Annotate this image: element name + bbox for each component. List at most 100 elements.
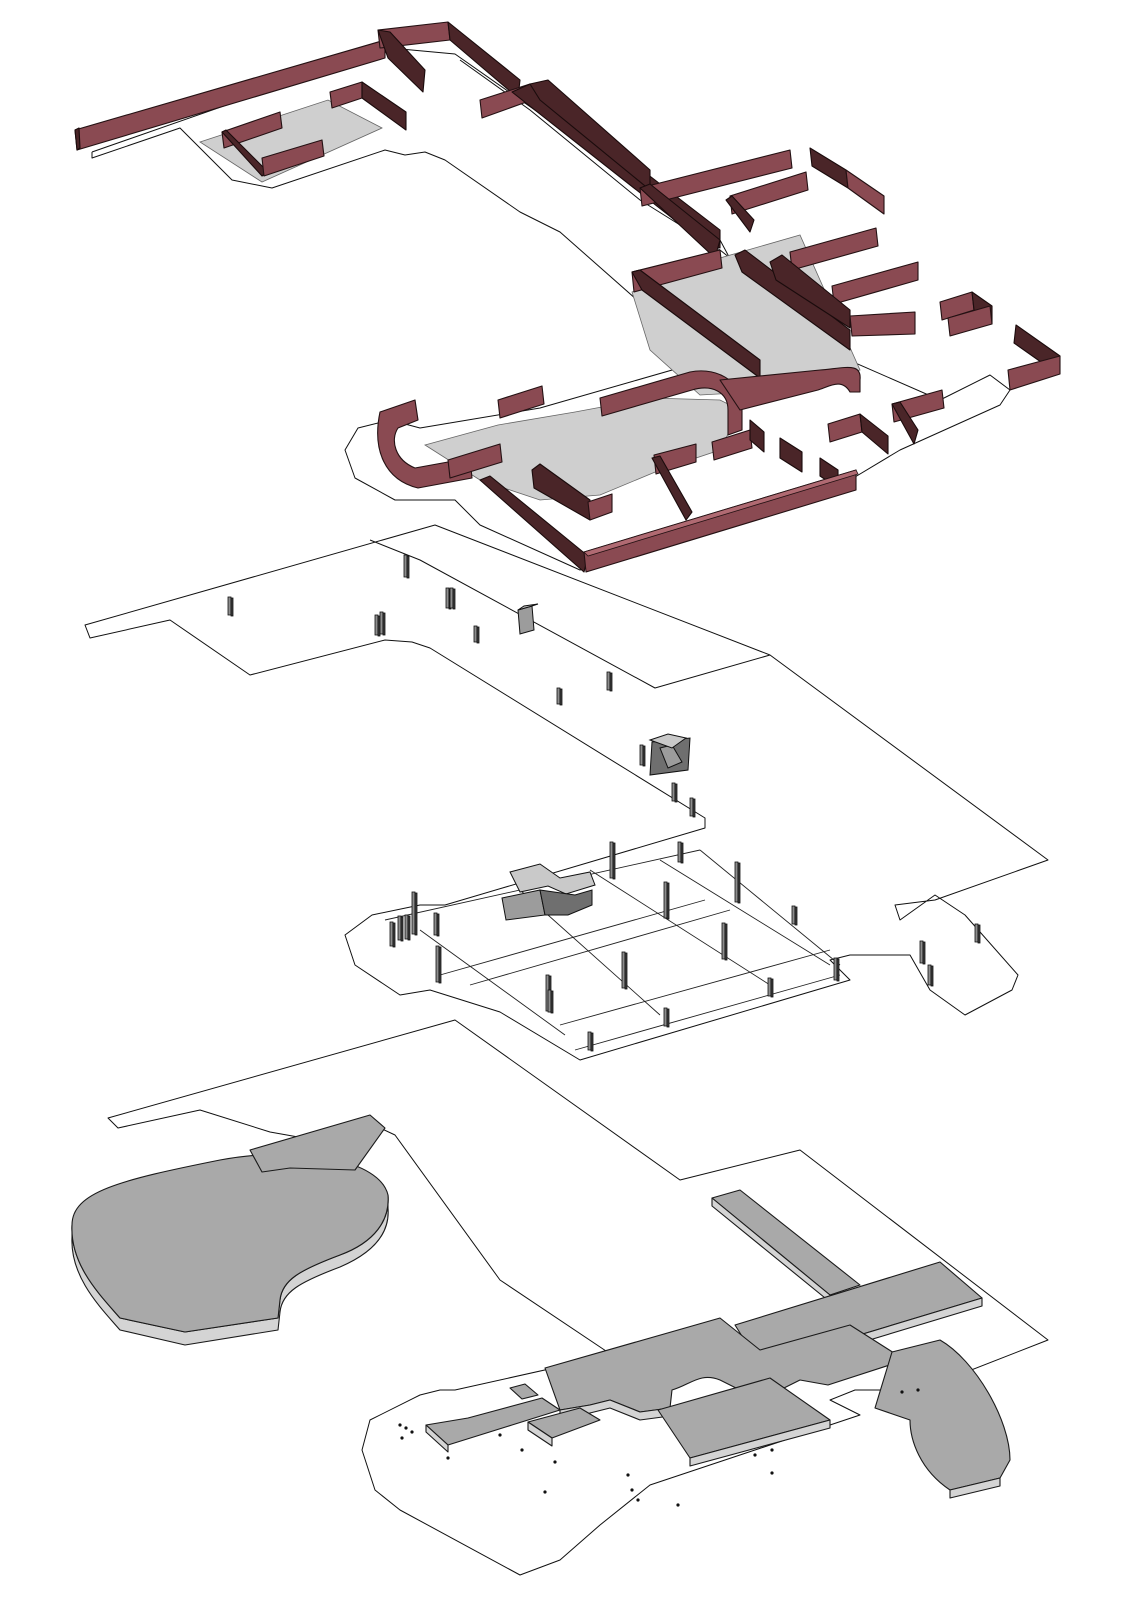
wall-fareast-5 — [1007, 355, 1061, 391]
column-4-side — [382, 612, 386, 636]
wall-curved-mid — [599, 370, 743, 436]
wall-step-2 — [377, 29, 426, 93]
floor-zone-a — [199, 99, 383, 183]
columns-layer-outline — [84, 524, 1049, 1061]
column-33-side — [930, 965, 934, 987]
slab-east — [874, 1339, 1011, 1491]
wall-core-3 — [734, 249, 851, 351]
wall-mid-13 — [891, 401, 919, 445]
column-19-side — [392, 922, 396, 948]
wall-corridor-3 — [639, 149, 793, 207]
column-9 — [606, 671, 611, 691]
column-28 — [587, 1031, 592, 1051]
wall-mid-11 — [859, 413, 889, 455]
wall-curved-core — [719, 366, 861, 411]
column-32 — [919, 940, 924, 964]
slab-sw-3 — [509, 1383, 539, 1400]
slab-dot-12 — [636, 1498, 640, 1502]
slab-dot-6 — [498, 1433, 502, 1437]
slab-lobe — [71, 1153, 389, 1333]
slab-sw-2-edge — [527, 1421, 553, 1447]
wall-east-2 — [725, 195, 755, 233]
wall-room-a-3 — [261, 139, 325, 177]
columns-layer — [84, 524, 1049, 1061]
slab-dot-11 — [630, 1488, 634, 1492]
column-13 — [609, 841, 614, 879]
slab-dot-16 — [770, 1471, 774, 1475]
column-7-side — [476, 626, 480, 644]
core-upper-top — [648, 733, 688, 749]
wall-east-5 — [789, 227, 879, 271]
column-34-side — [977, 924, 981, 944]
slab-south-edge — [689, 1419, 831, 1467]
column-14 — [677, 841, 682, 863]
wall-fareast-3 — [947, 305, 993, 337]
slab-dot-2 — [404, 1426, 408, 1430]
wall-corridor-2 — [529, 79, 651, 191]
column-29-side — [836, 958, 840, 982]
column-27-side — [550, 990, 554, 1014]
wall-step-3 — [447, 21, 521, 99]
wall-north-end — [74, 127, 81, 151]
column-15 — [734, 861, 739, 903]
wall-east-3 — [809, 147, 849, 189]
column-22 — [791, 905, 796, 925]
wall-room-a-4 — [329, 81, 363, 109]
wall-south-cap — [583, 469, 859, 557]
core-lower-top — [509, 863, 596, 895]
column-8 — [556, 687, 561, 705]
wall-room-a-5 — [361, 81, 407, 131]
slabs-layer — [71, 1019, 1049, 1576]
column-30-side — [770, 978, 774, 998]
slab-dot-7 — [520, 1448, 524, 1452]
wall-core-5 — [849, 311, 916, 337]
column-17 — [433, 912, 438, 936]
column-4 — [379, 611, 384, 635]
column-16-side — [414, 892, 418, 936]
column-21 — [404, 914, 409, 940]
wall-east-6 — [831, 261, 919, 305]
column-22-side — [794, 906, 798, 926]
wall-mid-4 — [587, 493, 613, 521]
slab-dot-5 — [446, 1456, 450, 1460]
column-20 — [397, 915, 402, 941]
column-14-side — [680, 842, 684, 864]
slab-sw-1-edge — [425, 1424, 449, 1453]
column-31-side — [666, 1008, 670, 1028]
wall-mid-1 — [497, 385, 545, 419]
column-10 — [639, 744, 644, 766]
slab-dot-13 — [676, 1503, 680, 1507]
core-lower-side — [539, 889, 593, 916]
slab-lobe-cap — [249, 1114, 386, 1173]
wall-mid-6 — [651, 455, 693, 521]
column-24-side — [724, 923, 728, 961]
column-17-side — [436, 913, 440, 937]
wall-corridor-4 — [639, 183, 721, 259]
column-6-side — [452, 588, 456, 610]
slab-dot-15 — [770, 1448, 774, 1452]
slab-dots — [398, 1388, 920, 1507]
column-31 — [663, 1007, 668, 1027]
column-5 — [445, 587, 450, 609]
wall-mid-8 — [749, 419, 765, 453]
column-2 — [227, 596, 232, 616]
slab-dot-10 — [626, 1473, 630, 1477]
slab-dot-3 — [410, 1430, 414, 1434]
wall-room-a-1 — [221, 111, 283, 149]
slab-east-edge — [949, 1477, 1001, 1499]
slab-dot-4 — [400, 1436, 404, 1440]
column-34 — [974, 923, 979, 943]
column-11-side — [674, 783, 678, 803]
column-3 — [374, 614, 379, 636]
column-30 — [767, 977, 772, 997]
column-24 — [721, 922, 726, 960]
wall-mid-9 — [779, 437, 803, 473]
column-25-side — [624, 952, 628, 990]
wall-east-4 — [845, 169, 885, 215]
column-1 — [403, 554, 408, 578]
column-9-side — [609, 672, 613, 692]
column-13-side — [612, 842, 616, 880]
slab-dot-14 — [753, 1453, 757, 1457]
slab-dot-18 — [916, 1388, 920, 1392]
